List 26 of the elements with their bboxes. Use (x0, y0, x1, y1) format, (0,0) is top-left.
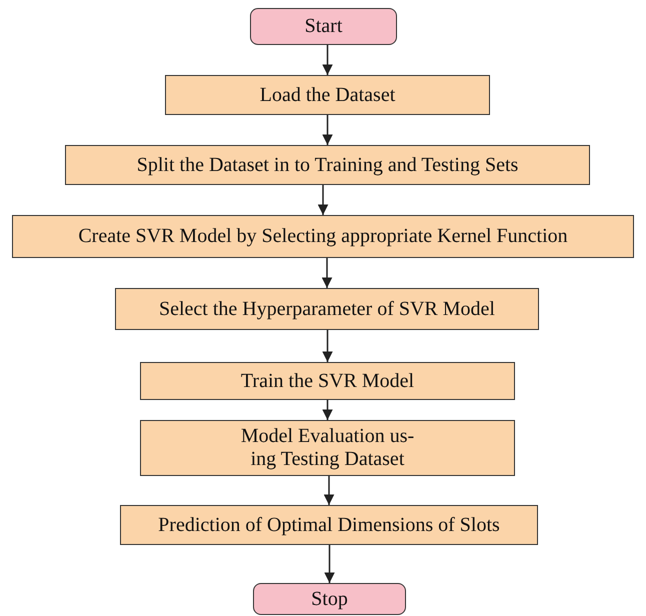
process-box (12, 215, 634, 258)
arrow (324, 545, 335, 583)
arrow (322, 330, 333, 362)
process-box (165, 75, 490, 115)
terminal-box (250, 8, 397, 45)
arrow (322, 400, 333, 420)
step-label: Train the SVR Model (240, 370, 414, 392)
process-box (115, 288, 539, 330)
step-label: Select the Hyperparameter of SVR Model (158, 298, 495, 320)
step-label: Create SVR Model by Selecting appropriate Kernel Function (78, 225, 568, 248)
step-label: Start (304, 15, 342, 38)
process-box (120, 505, 538, 545)
step-label: Load the Dataset (260, 84, 396, 106)
step-label: Prediction of Optimal Dimensions of Slots (158, 514, 500, 536)
arrow (322, 45, 333, 75)
process-box (65, 145, 590, 185)
arrow (322, 258, 332, 288)
terminal-box (253, 583, 406, 615)
step-label: Split the Dataset in to Training and Testing Sets (136, 154, 518, 176)
arrow (324, 476, 334, 505)
process-box (140, 420, 515, 476)
arrow (322, 115, 333, 145)
step-label: Stop (311, 588, 348, 610)
step-label: Model Evaluation us- ing Testing Dataset (240, 425, 416, 471)
arrow (318, 185, 328, 215)
process-box (140, 362, 515, 400)
